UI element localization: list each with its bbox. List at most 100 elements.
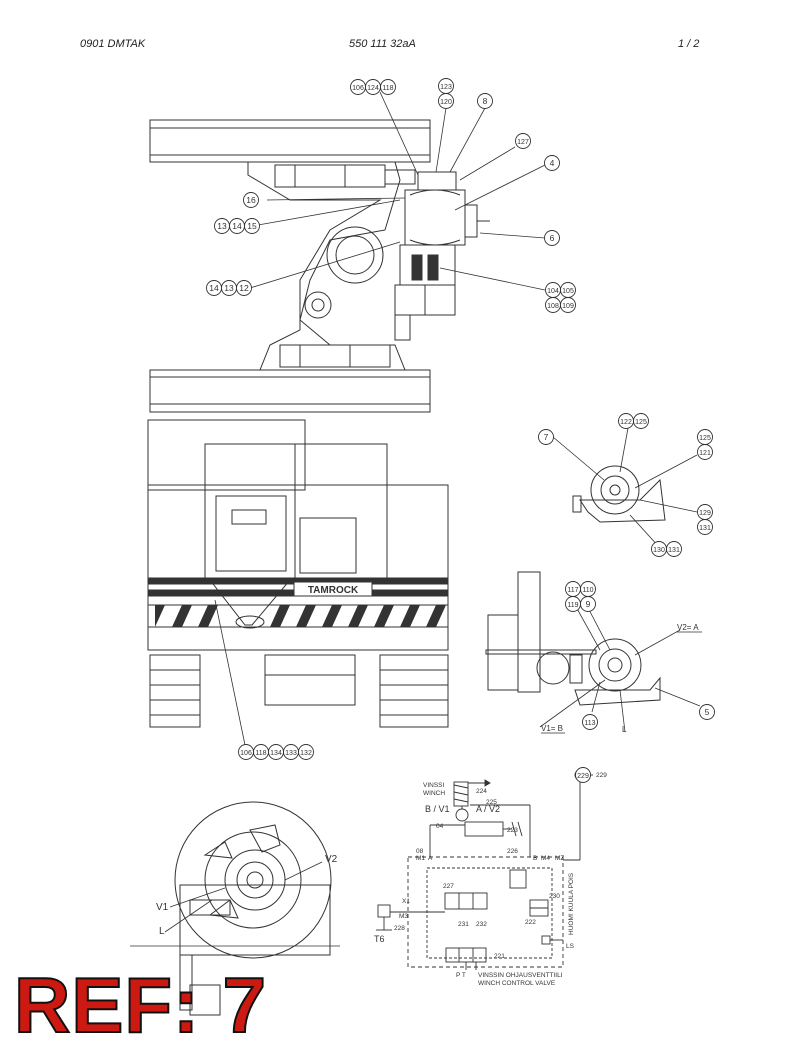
callout-c131b: 131: [666, 541, 682, 557]
callout-number: 106: [240, 750, 252, 757]
callout-number: 131: [668, 547, 680, 554]
callout-number: 106: [352, 85, 364, 92]
v2a-label: V2= A: [677, 623, 699, 632]
right-track: [379, 654, 449, 728]
l-side-label: L: [622, 725, 627, 734]
callout-c113: 113: [582, 714, 598, 730]
callout-c125: 125: [633, 413, 649, 429]
brand-label: TAMROCK: [308, 585, 359, 596]
callout-number: 117: [567, 587, 578, 594]
header-center: 550 111 32aA: [349, 38, 416, 50]
callout-circle: [477, 93, 493, 109]
n227-label: 227: [443, 883, 454, 890]
callout-number: 125: [635, 419, 647, 426]
callout-number: 129: [699, 510, 711, 517]
callout-circle: [580, 596, 596, 612]
drum-l-label: L: [159, 926, 165, 937]
callout-number: 120: [440, 99, 452, 106]
callout-number: 4: [550, 158, 555, 168]
callout-c133: 133: [283, 744, 299, 760]
header-left: 0901 DMTAK: [80, 38, 146, 50]
callout-number: 5: [705, 707, 710, 717]
n08-label: 08: [416, 848, 424, 855]
n226-label: 226: [507, 848, 518, 855]
pivot-hole-large: [326, 226, 384, 284]
n04-label: 04: [436, 823, 444, 830]
callout-number: 16: [246, 195, 256, 205]
callout-number: 229: [577, 773, 589, 780]
n231-label: 231: [458, 921, 469, 928]
callout-number: 8: [483, 96, 488, 106]
callout-number: 131: [699, 525, 711, 532]
callout-number: 14: [232, 221, 242, 231]
callout-number: 123: [440, 84, 452, 91]
vinssi-label: VINSSI: [423, 782, 445, 789]
callout-number: 14: [209, 283, 219, 293]
valve-227: [444, 892, 488, 910]
callout-circle: [633, 413, 649, 429]
callout-circle: [380, 79, 396, 95]
valve-fi-label: VINSSIN OHJAUSVENTTIILI: [478, 972, 563, 979]
callout-c7: 7: [538, 429, 554, 445]
callout-c124: 124: [365, 79, 381, 95]
callout-number: 118: [382, 85, 393, 92]
x1-label: X1: [402, 898, 410, 905]
n221-label: 221: [494, 953, 505, 960]
callout-c105: 105: [560, 282, 576, 298]
v1b-label: V1= B: [541, 724, 563, 733]
callout-number: 9: [586, 599, 591, 609]
callout-c108: 108: [545, 297, 561, 313]
header-right: 1 / 2: [678, 38, 700, 50]
mast-column: [517, 571, 541, 693]
callout-c127: 127: [515, 133, 531, 149]
callout-number: 7: [544, 432, 549, 442]
callout-circle: [697, 519, 713, 535]
winch-side-leaders: [552, 427, 698, 549]
callout-number: 132: [300, 750, 312, 757]
callout-circle: [544, 230, 560, 246]
callout-number: 125: [699, 435, 711, 442]
top-view-leaders: [249, 91, 546, 291]
callout-number: 113: [584, 720, 595, 727]
callout-c118b: 118: [253, 744, 269, 760]
callout-c109: 109: [560, 297, 576, 313]
drum-leaders: [130, 861, 340, 947]
m4-label: M4: [541, 855, 550, 862]
schematic-labels: VINSSI WINCH 224 B / V1 A / V2 225 223 0…: [374, 772, 607, 987]
winch-label: WINCH: [423, 790, 445, 797]
callout-c6: 6: [544, 230, 560, 246]
callout-c132: 132: [298, 744, 314, 760]
callout-circle: [666, 541, 682, 557]
callout-c8: 8: [477, 93, 493, 109]
left-track: [149, 654, 201, 728]
callout-c131: 131: [697, 519, 713, 535]
callout-c120: 120: [438, 93, 454, 109]
callout-c104: 104: [545, 282, 561, 298]
callout-number: 104: [547, 288, 559, 295]
callout-c110: 110: [580, 581, 596, 597]
callout-number: 13: [224, 283, 234, 293]
callout-circle: [438, 93, 454, 109]
callout-c229: 229: [575, 767, 591, 783]
callout-c106b: 106: [238, 744, 254, 760]
callout-circle: [298, 744, 314, 760]
callout-circle: [515, 133, 531, 149]
callout-circle: [236, 280, 252, 296]
ref-stamp: REF: 7: [13, 961, 268, 1049]
callout-number: 15: [247, 221, 257, 231]
n230-label: 230: [549, 893, 560, 900]
callout-c13: 13: [214, 218, 230, 234]
drum-v2-label: V2: [325, 854, 338, 865]
drum-v1-label: V1: [156, 902, 169, 913]
callout-circle: [560, 297, 576, 313]
callout-c118: 118: [380, 79, 396, 95]
callout-circle: [699, 704, 715, 720]
boom-top-view: [149, 119, 490, 413]
callout-c4: 4: [544, 155, 560, 171]
callout-c13b: 13: [221, 280, 237, 296]
callout-circle: [697, 444, 713, 460]
callout-number: 109: [562, 303, 574, 310]
valve-en-label: WINCH CONTROL VALVE: [478, 980, 556, 987]
n223-label: 223: [507, 827, 518, 834]
winch-side-view: [572, 465, 666, 523]
